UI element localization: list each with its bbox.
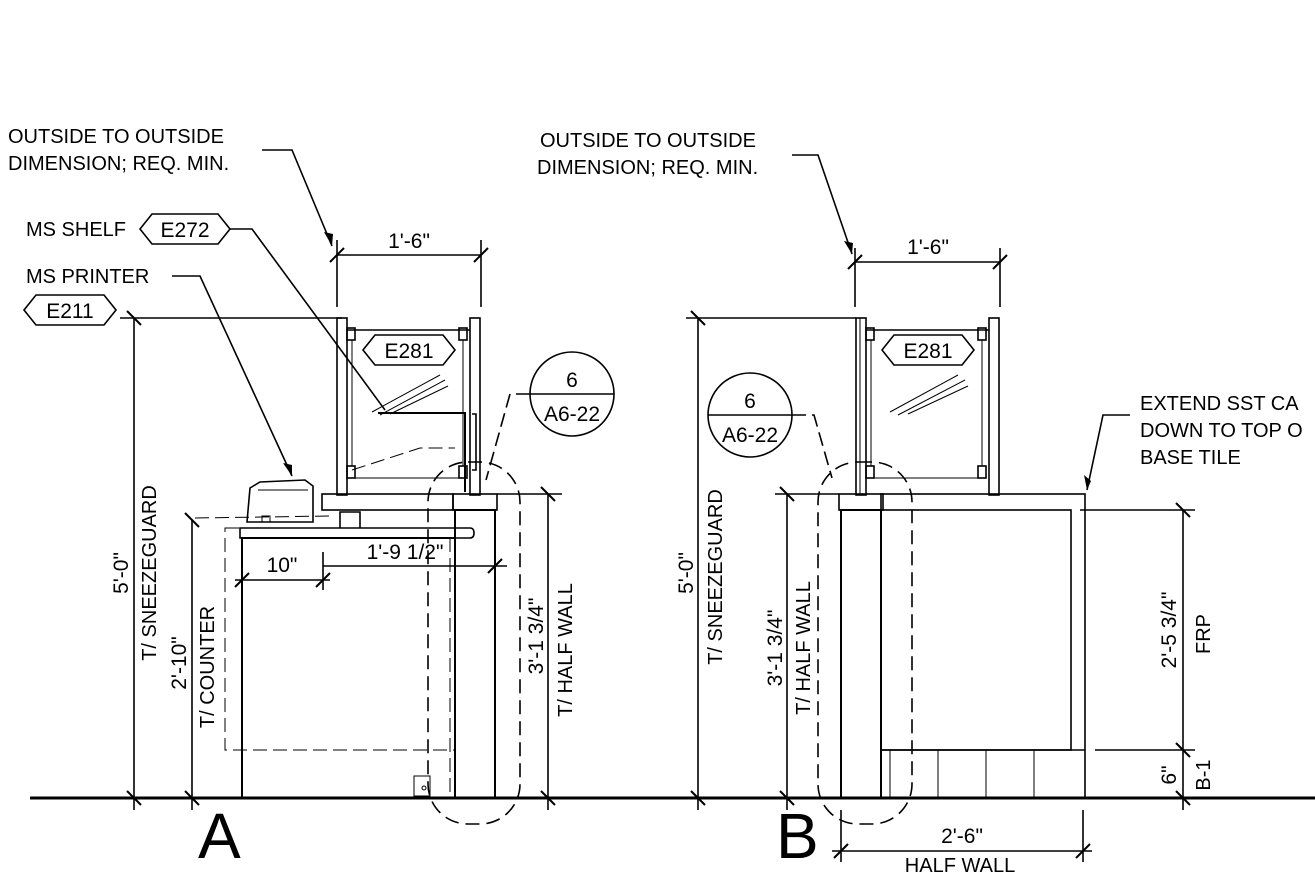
a-sneezeguard-post-left — [336, 317, 348, 496]
b-note-extend-line2: DOWN TO TOP O — [1140, 420, 1303, 442]
b-halfwall-cap — [838, 493, 884, 511]
b-dim-width: 1'-6" — [907, 236, 949, 259]
elevation-b: OUTSIDE TO OUTSIDE DIMENSION; REQ. MIN. … — [537, 130, 1303, 877]
b-dim-wall: 2'-6" — [941, 825, 983, 848]
a-printer-leader — [172, 275, 293, 477]
b-elevation-label: B — [776, 800, 819, 872]
b-detail-sheet: A6-22 — [722, 424, 778, 447]
a-elevation-label: A — [198, 800, 241, 872]
b-sneezeguard-tag: E281 — [903, 340, 952, 363]
b-dim-base: 6" — [1158, 765, 1181, 784]
a-dim-depth: 1'-9 1/2" — [367, 541, 444, 564]
b-label-base: B-1 — [1193, 759, 1215, 790]
a-label-counter: T/ COUNTER — [197, 606, 219, 728]
b-label-halfwall: T/ HALF WALL — [793, 581, 815, 715]
b-label-height: T/ SNEEZEGUARD — [705, 489, 727, 665]
a-printer — [246, 479, 314, 523]
a-shelf-leader — [230, 228, 386, 411]
a-label-halfwall: T/ HALF WALL — [555, 583, 577, 717]
a-printer-label: MS PRINTER — [26, 266, 149, 288]
b-dim-frp: 2'-5 3/4" — [1158, 592, 1181, 669]
a-dim-halfwall: 3'-1 3/4" — [525, 598, 548, 675]
a-printer-tag-hex — [22, 294, 118, 326]
b-sneezeguard-post-left — [855, 317, 867, 496]
b-label-frp: FRP — [1193, 614, 1215, 654]
a-note-outside-leader — [262, 149, 333, 247]
a-dim-counter: 2'-10" — [168, 636, 191, 690]
a-halfwall — [454, 509, 496, 799]
a-dim-width: 1'-6" — [388, 230, 430, 253]
b-sneezeguard-post-right — [988, 317, 1000, 496]
b-halfwall — [840, 509, 882, 799]
a-printer-tag: E211 — [46, 300, 94, 323]
b-dim-halfwall: 3'-1 3/4" — [764, 610, 787, 687]
b-note-outside-line1: OUTSIDE TO OUTSIDE — [540, 130, 756, 152]
a-shelf-tag: E272 — [160, 219, 209, 242]
b-note-outside-line2: DIMENSION; REQ. MIN. — [537, 157, 758, 179]
a-sneezeguard-post-right — [469, 317, 481, 496]
a-counter-top — [239, 527, 475, 539]
a-counter-cabinet — [241, 537, 456, 799]
b-note-extend-leader — [1086, 414, 1130, 491]
b-note-outside-leader — [792, 154, 853, 255]
b-note-extend-line1: EXTEND SST CA — [1140, 393, 1299, 415]
a-label-height: T/ SNEEZEGUARD — [139, 485, 161, 661]
b-note-extend-line3: BASE TILE — [1140, 447, 1241, 469]
a-halfwall-cap — [452, 493, 498, 511]
b-label-wall: HALF WALL — [905, 855, 1015, 877]
a-sneezeguard-tag: E281 — [384, 340, 433, 363]
b-sneezeguard-tag-hex — [880, 334, 976, 366]
a-detail-number: 6 — [566, 369, 578, 392]
a-note-outside-line1: OUTSIDE TO OUTSIDE — [8, 126, 224, 148]
a-dim-small: 10" — [267, 554, 298, 577]
a-dim-height: 5'-0" — [110, 552, 133, 594]
elevation-a: OUTSIDE TO OUTSIDE DIMENSION; REQ. MIN. … — [8, 126, 615, 872]
a-sneezeguard-tag-hex — [361, 334, 457, 366]
a-note-outside-line2: DIMENSION; REQ. MIN. — [8, 153, 229, 175]
a-shelf-label: MS SHELF — [26, 219, 126, 241]
b-detail-number: 6 — [744, 390, 756, 413]
b-dim-height: 5'-0" — [675, 552, 698, 594]
a-detail-sheet: A6-22 — [544, 403, 600, 426]
